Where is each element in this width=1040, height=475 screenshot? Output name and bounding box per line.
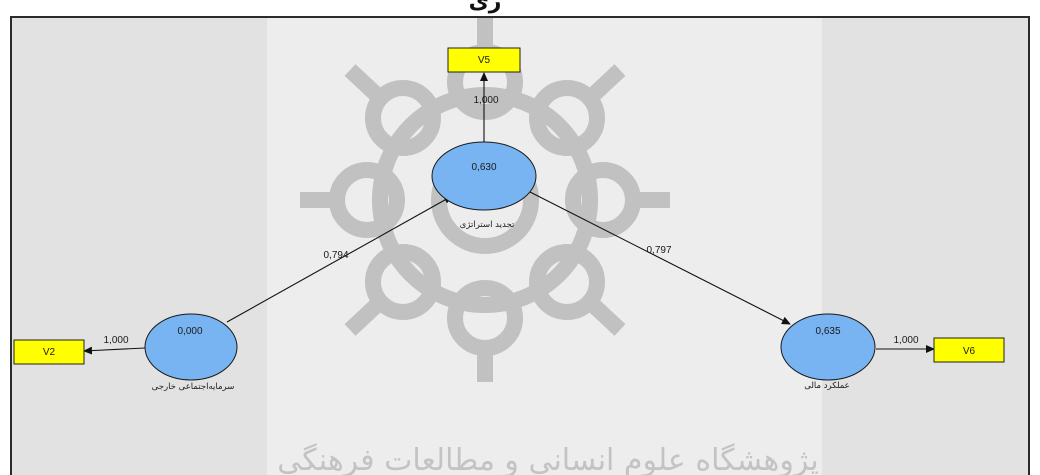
- indicator-v5[interactable]: V5: [447, 47, 521, 73]
- loading-label-v5: 1,000: [473, 95, 498, 106]
- latent-social-capital[interactable]: 0,000 سرمایه‌اجتماعی خارجی: [144, 313, 238, 392]
- indicator-label: V5: [478, 55, 491, 66]
- latent-ellipse[interactable]: [431, 141, 537, 211]
- loading-line-v2: [83, 346, 146, 355]
- latent-name: سرمایه‌اجتماعی خارجی: [152, 382, 235, 392]
- indicator-v2[interactable]: V2: [13, 339, 85, 365]
- page-title-fragment: ری: [468, 0, 502, 14]
- path-coefficient-social-strategic: 0,794: [323, 250, 348, 261]
- path-strategic-to-performance: [529, 191, 791, 325]
- watermark-text: پژوهشگاه علوم انسانی و مطالعات فرهنگی: [277, 443, 819, 475]
- latent-name: تجدید استراتژی: [460, 220, 515, 230]
- indicator-box[interactable]: [933, 337, 1005, 363]
- latent-r-squared: 0,000: [177, 326, 202, 337]
- indicator-label: V2: [43, 347, 56, 358]
- loading-label-v6: 1,000: [893, 335, 918, 346]
- model-canvas[interactable]: [10, 16, 1030, 475]
- indicator-v6[interactable]: V6: [933, 337, 1005, 363]
- indicator-label: V6: [963, 346, 976, 357]
- path-coefficient-strategic-performance: 0,797: [646, 245, 671, 256]
- latent-financial-performance[interactable]: 0,635 عملکرد مالی: [780, 313, 876, 391]
- indicator-box[interactable]: [447, 47, 521, 73]
- latent-ellipse[interactable]: [144, 313, 238, 381]
- path-social-to-strategic: [226, 195, 453, 323]
- watermark-logo: [300, 18, 670, 382]
- latent-r-squared: 0,635: [815, 326, 840, 337]
- latent-ellipse[interactable]: [780, 313, 876, 381]
- loading-label-v2: 1,000: [103, 335, 128, 346]
- latent-name: عملکرد مالی: [804, 381, 850, 391]
- latent-strategic[interactable]: 0,630 تجدید استراتژی: [431, 141, 537, 230]
- indicator-box[interactable]: [13, 339, 85, 365]
- latent-r-squared: 0,630: [471, 162, 496, 173]
